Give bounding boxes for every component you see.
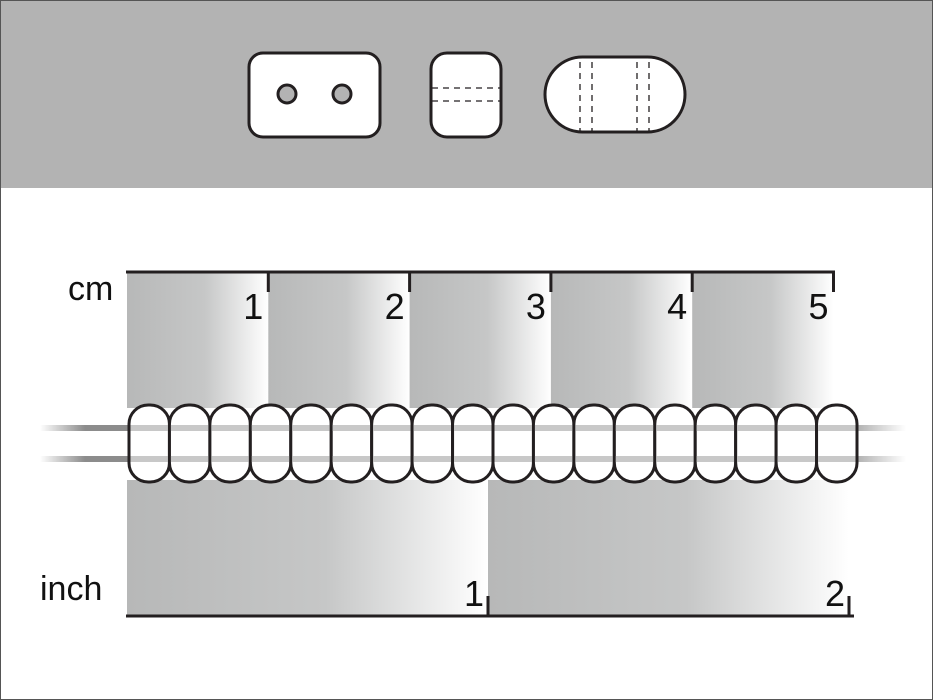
bead xyxy=(531,403,576,484)
cm-tick-label: 5 xyxy=(808,286,828,327)
hole-icon xyxy=(331,83,353,105)
cm-band xyxy=(692,273,834,408)
bead xyxy=(734,403,778,484)
inch-label: inch xyxy=(40,570,102,608)
bead-top-view xyxy=(247,51,382,139)
inch-ruler: inch 1 2 xyxy=(40,570,854,618)
cm-band xyxy=(550,273,693,408)
bead xyxy=(572,403,616,484)
bead xyxy=(612,403,657,484)
bead xyxy=(289,403,333,484)
bead xyxy=(167,403,212,484)
bead xyxy=(815,403,859,484)
thread xyxy=(40,425,906,462)
cm-band xyxy=(409,273,551,408)
cm-tick-label: 3 xyxy=(526,286,546,327)
bead xyxy=(653,403,697,484)
bead xyxy=(329,403,374,484)
cm-tick-label: 4 xyxy=(667,286,687,327)
cm-tick-label: 1 xyxy=(243,286,263,327)
bead-front-view xyxy=(543,55,687,134)
bead xyxy=(410,403,455,484)
bead xyxy=(370,403,414,484)
cm-band xyxy=(268,273,410,408)
cm-ruler: cm 1 2 3 4 5 xyxy=(68,270,835,327)
bead xyxy=(491,403,535,484)
bead-side-view xyxy=(429,51,503,139)
bead xyxy=(208,403,252,484)
bead xyxy=(774,403,819,484)
bead xyxy=(127,403,171,484)
inch-tick-label: 1 xyxy=(464,573,484,614)
bead xyxy=(693,403,738,484)
bead xyxy=(451,403,495,484)
cm-band xyxy=(127,273,269,408)
bead xyxy=(248,403,293,484)
cm-label: cm xyxy=(68,270,113,308)
inch-band xyxy=(488,480,849,615)
inch-tick-label: 2 xyxy=(825,573,845,614)
inch-band xyxy=(127,480,488,615)
hole-icon xyxy=(276,83,298,105)
cm-tick-label: 2 xyxy=(385,286,405,327)
